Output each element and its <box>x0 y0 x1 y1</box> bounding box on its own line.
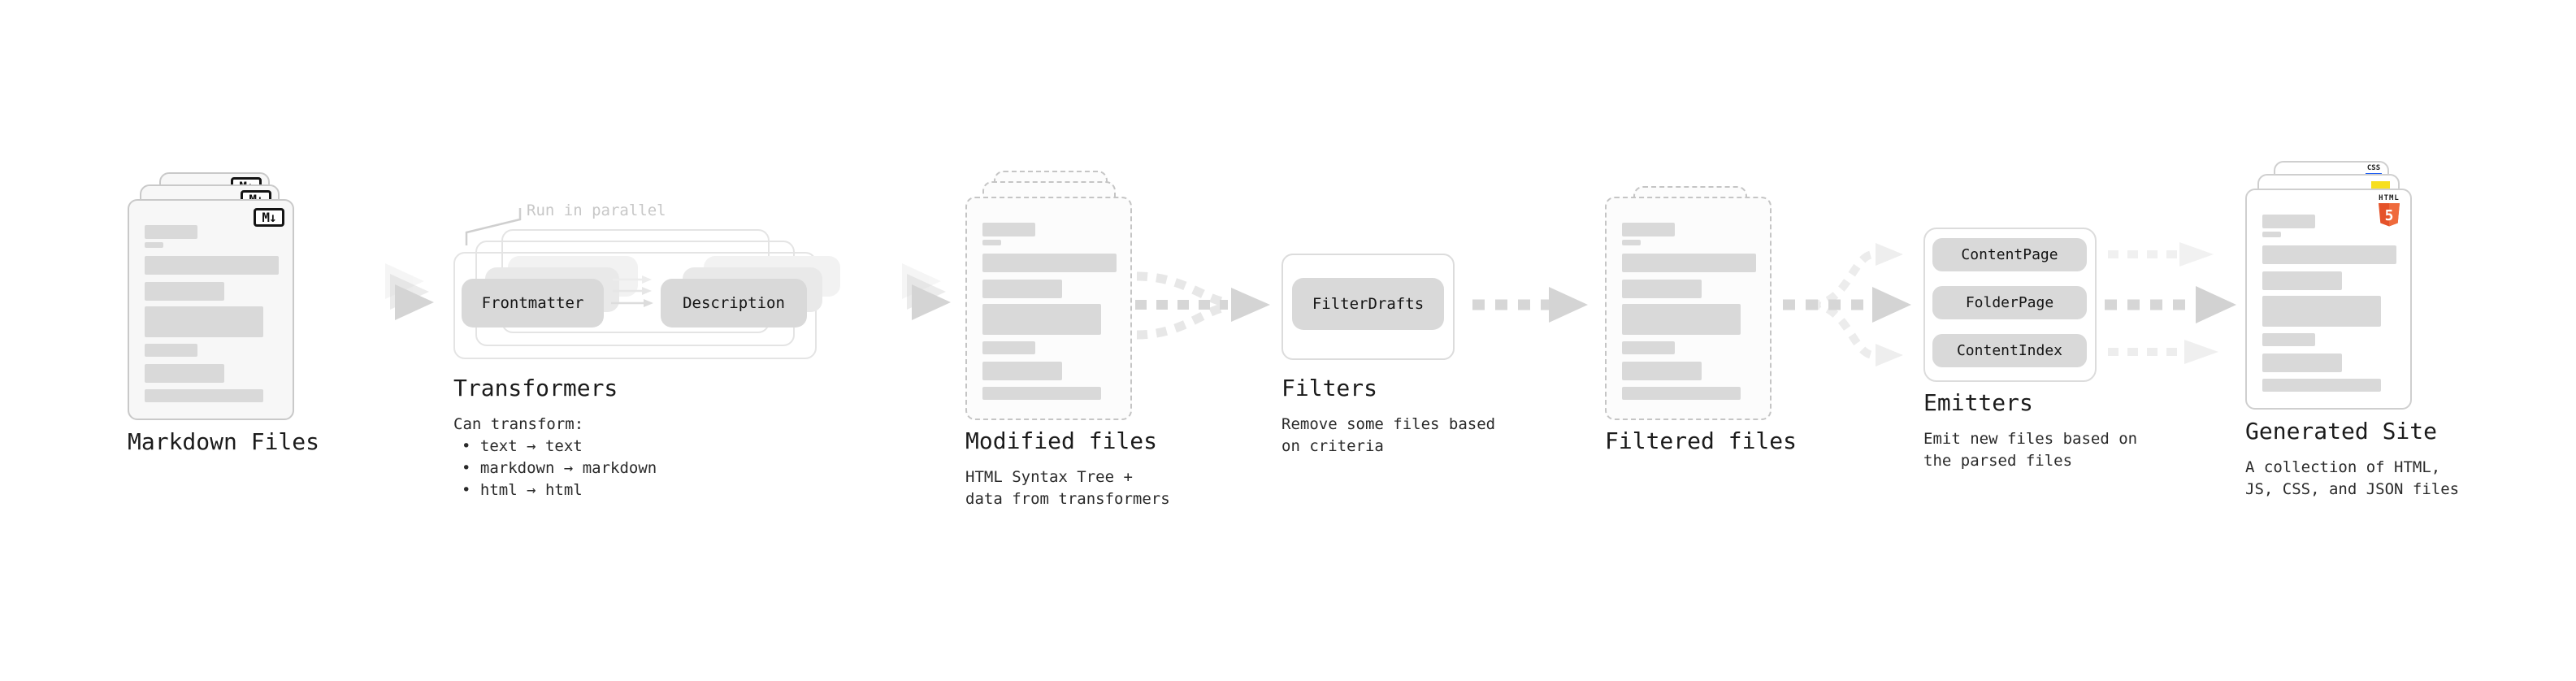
stage-note: JS, CSS, and JSON files <box>2245 480 2460 498</box>
skeleton-bar <box>145 344 197 357</box>
skeleton-bar <box>145 306 263 337</box>
stage-title: Filtered files <box>1605 427 1798 454</box>
html5-shield: 5 <box>2379 203 2400 227</box>
skeleton-bar <box>2262 232 2281 237</box>
skeleton-bar <box>145 389 263 402</box>
modified-file-card <box>965 197 1132 420</box>
stage-note: HTML Syntax Tree + <box>965 468 1133 486</box>
skeleton-bar <box>982 280 1062 298</box>
modified-files-caption: Modified files HTML Syntax Tree + data f… <box>965 427 1170 510</box>
skeleton-bar <box>145 364 224 383</box>
stage-title: Emitters <box>1923 389 2033 416</box>
stage-title: Markdown Files <box>128 428 320 455</box>
plugin-frontmatter: Frontmatter <box>462 279 604 327</box>
skeleton-bar <box>145 242 163 248</box>
flow-arrows-emitters-to-generated <box>2105 242 2236 364</box>
generated-file-card-html: HTML 5 <box>2245 189 2412 410</box>
skeleton-bar <box>2262 354 2342 372</box>
skeleton-bar <box>1622 223 1675 236</box>
flow-arrow-markdown-to-transformers <box>297 263 442 341</box>
skeleton-bar <box>1622 341 1675 354</box>
flow-arrow-modified-to-filters <box>1135 271 1270 340</box>
skeleton-bar <box>2262 379 2381 392</box>
stage-note: on criteria <box>1281 437 1384 455</box>
plugin-contentindex: ContentIndex <box>1932 334 2087 367</box>
skeleton-bar <box>1622 304 1741 335</box>
filters-caption: Filters Remove some files based on crite… <box>1281 375 1495 458</box>
plugin-filterdrafts: FilterDrafts <box>1292 278 1444 330</box>
skeleton-bar <box>982 362 1062 380</box>
markdown-icon: M↓ <box>254 208 284 227</box>
skeleton-bar <box>145 225 197 239</box>
skeleton-bar <box>982 341 1035 354</box>
skeleton-bar <box>2262 296 2381 327</box>
skeleton-bar <box>2262 215 2315 228</box>
html5-icon: HTML 5 <box>2379 194 2400 228</box>
document-skeleton <box>982 223 1118 403</box>
skeleton-bar <box>145 282 224 301</box>
plugin-description: Description <box>661 279 807 327</box>
flow-arrow-filtered-to-emitters <box>1783 243 1911 367</box>
transformers-caption: Transformers Can transform: • text → tex… <box>453 375 657 501</box>
emitters-caption: Emitters Emit new files based on the par… <box>1923 389 2137 472</box>
stage-note: Can transform: <box>453 415 584 433</box>
skeleton-bar <box>982 304 1101 335</box>
document-skeleton <box>1622 223 1758 403</box>
skeleton-bar <box>1622 254 1756 272</box>
css-icon-label: CSS <box>2366 164 2381 172</box>
flow-arrow-transformers-to-modified <box>814 263 959 341</box>
skeleton-bar <box>982 387 1101 400</box>
filtered-files-caption: Filtered files <box>1605 427 1797 466</box>
document-skeleton <box>2262 215 2398 395</box>
run-in-parallel-annotation: Run in parallel <box>527 202 666 219</box>
skeleton-bar <box>145 256 279 275</box>
stage-note: • markdown → markdown <box>462 459 657 477</box>
stage-note: A collection of HTML, <box>2245 458 2441 476</box>
parallel-arrows-icon <box>611 275 653 307</box>
html5-icon-word: HTML <box>2379 194 2400 202</box>
annotation-connector-line <box>465 208 522 245</box>
skeleton-bar <box>2262 333 2315 346</box>
filtered-file-card <box>1605 197 1772 420</box>
stage-note: data from transformers <box>965 490 1170 508</box>
skeleton-bar <box>1622 362 1702 380</box>
stage-note: Remove some files based <box>1281 415 1496 433</box>
document-skeleton <box>145 225 280 406</box>
html5-number: 5 <box>2385 207 2394 224</box>
stage-title: Modified files <box>965 427 1158 454</box>
skeleton-bar <box>1622 240 1641 245</box>
stage-note: Emit new files based on <box>1923 430 2138 448</box>
skeleton-bar <box>2262 245 2396 264</box>
skeleton-bar <box>2262 271 2342 290</box>
stage-title: Generated Site <box>2245 418 2438 445</box>
markdown-files-caption: Markdown Files <box>128 428 319 467</box>
stage-title: Transformers <box>453 375 618 401</box>
stage-note: the parsed files <box>1923 452 2073 470</box>
skeleton-bar <box>1622 387 1741 400</box>
stage-note: • html → html <box>462 481 583 499</box>
stage-title: Filters <box>1281 375 1378 401</box>
flow-arrow-filters-to-filtered <box>1472 287 1588 323</box>
plugin-contentpage: ContentPage <box>1932 238 2087 271</box>
plugin-folderpage: FolderPage <box>1932 286 2087 319</box>
generated-site-caption: Generated Site A collection of HTML, JS,… <box>2245 418 2459 501</box>
stage-note: • text → text <box>462 437 583 455</box>
skeleton-bar <box>982 240 1001 245</box>
skeleton-bar <box>982 254 1117 272</box>
markdown-file-card: M↓ <box>128 199 294 420</box>
skeleton-bar <box>982 223 1035 236</box>
skeleton-bar <box>1622 280 1702 298</box>
